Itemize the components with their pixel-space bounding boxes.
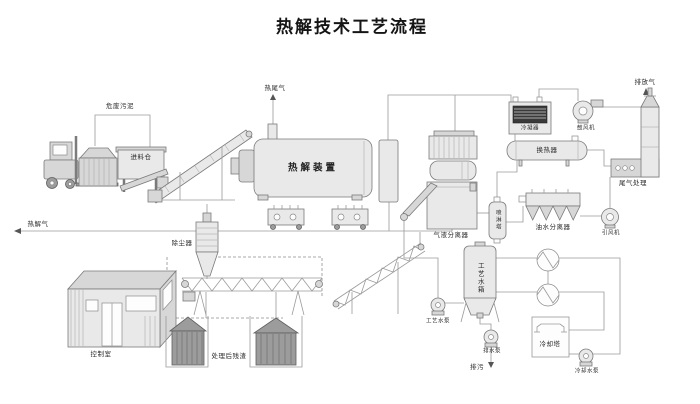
hx-symbol-2 (536, 283, 560, 307)
label-drain-pump: 排水泵 (482, 348, 502, 355)
pipe-gas-to-condenser (387, 94, 512, 140)
burner-skid-2 (331, 205, 369, 230)
blower-fan (572, 99, 604, 124)
label-blower: 鼓风机 (576, 125, 596, 132)
label-stack-out: 排放气 (634, 77, 656, 86)
pipe-hx1-coolpump (559, 257, 621, 355)
incline-conveyor (147, 129, 253, 204)
condenser (508, 96, 552, 135)
label-blowdown: 排污 (470, 362, 484, 371)
pipe-hx2-tower (559, 291, 605, 331)
hx-symbol-1 (536, 248, 560, 272)
pipe-tank-drainpump (479, 316, 492, 330)
label-id-fan: 引风机 (601, 230, 621, 237)
pipe-hx-duct (587, 149, 611, 167)
pipe-sludge-bracket (94, 114, 151, 149)
discharge-box (378, 139, 399, 203)
label-dust-collector: 除尘器 (171, 238, 193, 247)
separator-screw (400, 182, 438, 221)
label-feeder: 进料仓 (130, 152, 152, 161)
label-sludge: 危废污泥 (106, 101, 134, 110)
label-process-pump: 工艺水泵 (425, 318, 451, 325)
control-room (67, 269, 177, 349)
arrow-up-hot-tail-gas (270, 94, 276, 100)
residue-bin-2 (249, 316, 303, 368)
cooling-tower (531, 316, 570, 358)
pipe-condensate-pump (403, 220, 439, 298)
sludge-container (78, 147, 118, 187)
label-tail-gas-treat: 尾气处理 (619, 178, 647, 187)
label-residue: 处理后残渣 (211, 351, 247, 360)
tail-gas-stack (610, 87, 660, 178)
label-hot-tail-gas: 热尾气 (264, 83, 286, 92)
residue-bin-1 (165, 316, 209, 368)
label-spray-tower: 喷淋塔 (494, 209, 501, 231)
heat-exchanger (506, 135, 588, 167)
label-heat-exchanger: 换热器 (536, 145, 558, 154)
cooling-water-pump (578, 348, 594, 367)
id-fan (601, 208, 619, 229)
diagram-title: 热解技术工艺流程 (276, 17, 428, 38)
label-process-tank: 工艺水箱 (476, 262, 485, 294)
label-oil-water-sep: 油水分离器 (535, 222, 571, 231)
pyrolyzer (230, 123, 373, 201)
cooler-drum (429, 160, 477, 181)
label-control-room: 控制室 (90, 349, 112, 358)
arrow-down-blowdown (488, 362, 494, 368)
incline-truss-conveyor (332, 242, 426, 314)
pipe-spray-ows (506, 206, 524, 223)
label-cooling-pump: 冷却水泵 (574, 368, 600, 375)
pipe-gas-manifold (15, 229, 453, 232)
gas-liquid-separator (426, 181, 478, 230)
oil-water-separator (518, 189, 581, 221)
label-gas-liquid-sep: 气液分离器 (433, 230, 469, 239)
process-water-pump (430, 297, 446, 316)
drain-pump (483, 329, 499, 348)
arrow-up-stack (643, 88, 649, 95)
label-pyro-gas: 热解气 (27, 219, 49, 228)
arrow-left-gas (14, 228, 21, 234)
process-water-tank (460, 241, 500, 323)
control-line-2 (218, 256, 323, 298)
pipe-condenser-blower (538, 88, 579, 101)
label-condenser: 冷凝器 (520, 125, 540, 132)
pipe-hx-spray (496, 160, 518, 201)
dust-collector (195, 212, 219, 277)
label-cooling-tower: 冷却塔 (539, 339, 561, 348)
spray-tower (488, 196, 507, 244)
label-pyrolyzer: 热解装置 (287, 162, 339, 174)
gas-cooler (428, 130, 478, 160)
truss-conveyor (181, 277, 323, 316)
burner-skid-1 (267, 205, 305, 230)
